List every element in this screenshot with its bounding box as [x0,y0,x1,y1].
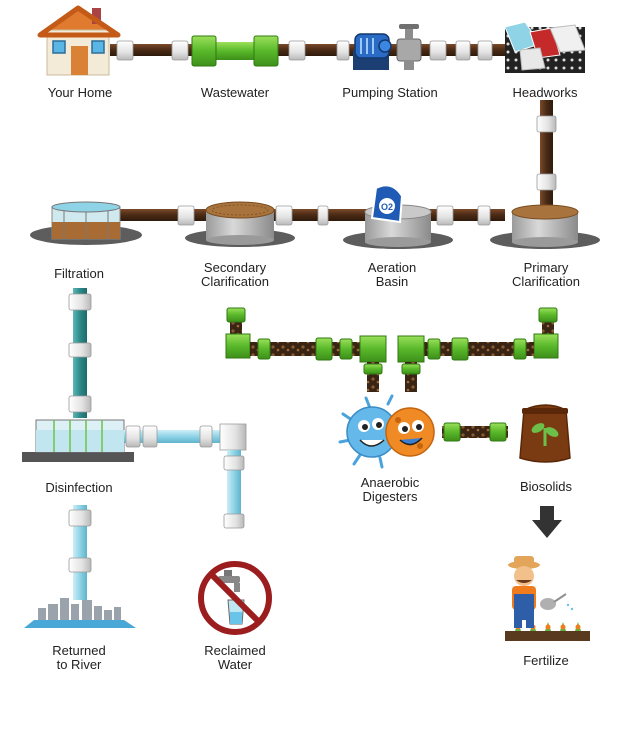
sewer-pipe-down [536,100,557,210]
aeration-tank-icon: O2 [343,184,453,249]
farmer-icon [505,556,590,641]
label-headworks: Headworks [512,85,578,100]
clean-pipe-river [68,505,92,600]
sprout-icon [531,423,559,446]
label-biosolids: Biosolids [519,479,573,494]
clean-pipe-reclaimed [124,423,247,529]
primary-tank-icon [490,204,600,249]
microbe-icon [338,394,435,469]
secondary-tank-icon [185,201,295,247]
label-your-home: Your Home [47,85,113,100]
filtration-tank-icon [30,201,142,245]
wastewater-pipe-icon [191,35,279,67]
valve-icon [396,24,422,70]
label-fertilize: Fertilize [523,653,569,668]
label-filtration: Filtration [54,266,104,281]
screen-icon [504,21,586,73]
faucet-icon [218,570,240,592]
label-pumping-station: Pumping Station [342,85,438,100]
no-sign-icon [198,561,272,635]
pump-icon [353,33,392,70]
sludge-pipe-right [397,307,559,392]
label-wastewater: Wastewater [200,85,270,100]
sewer-pipe-row1 [110,40,530,61]
arrow-down-icon [532,506,562,538]
house-icon [37,5,121,76]
sludge-pipe-biosolids [442,422,508,442]
aeration-badge: O2 [381,202,393,212]
sewer-pipe-row2 [115,205,505,226]
city-skyline-icon [24,598,136,628]
label-disinfection: Disinfection [45,480,113,495]
disinfection-tank-icon [22,419,134,462]
sludge-pipe-left [225,307,387,392]
clean-pipe-filtration [68,288,92,418]
sack-icon [519,404,571,463]
